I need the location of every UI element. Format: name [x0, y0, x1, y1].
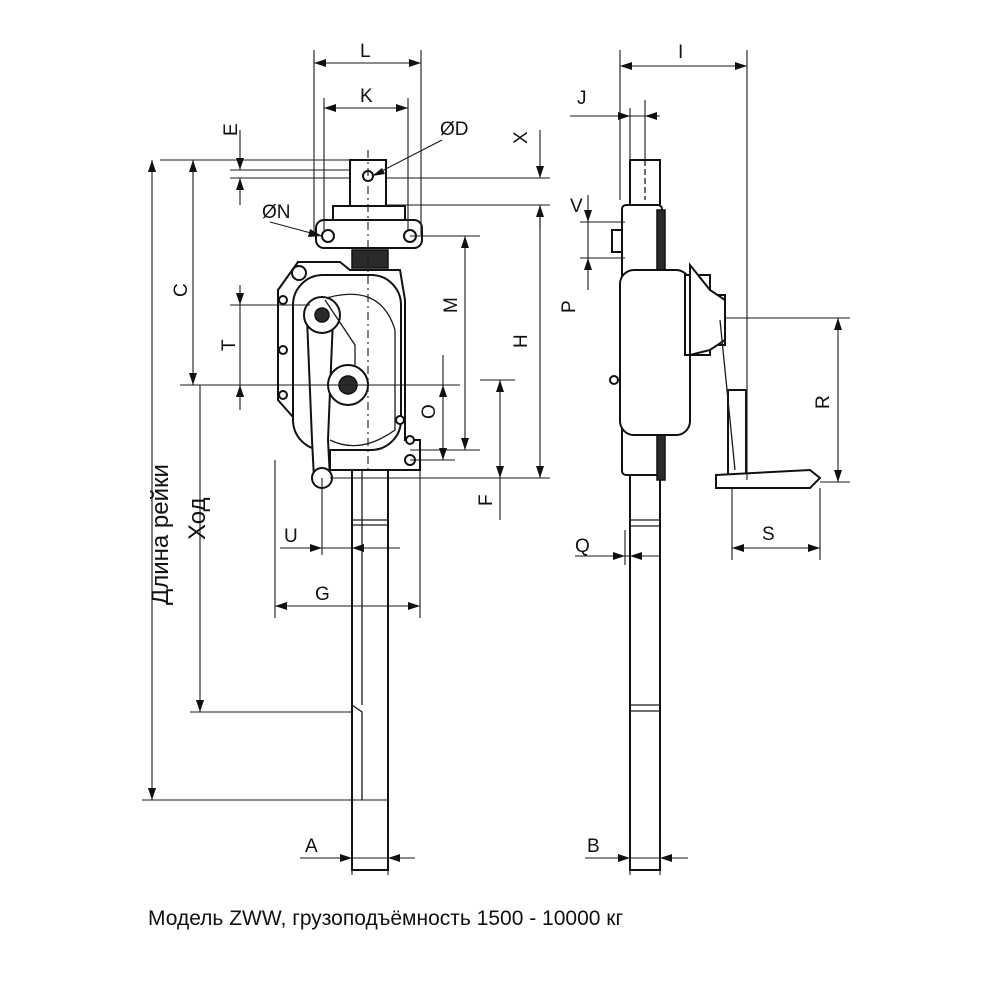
label-N: ØN [262, 202, 291, 223]
top-hanger [315, 159, 423, 269]
label-K: K [360, 86, 373, 107]
label-G: G [315, 584, 330, 605]
label-Q: Q [575, 536, 590, 557]
label-F: F [476, 494, 497, 506]
front-rack [351, 469, 389, 871]
label-X: X [511, 131, 532, 144]
label-T: T [219, 339, 240, 351]
label-I: I [678, 42, 683, 63]
side-labels: I J V P R Q S B [559, 42, 834, 857]
label-C: C [171, 283, 192, 297]
label-rack-length: Длина рейки [147, 464, 174, 605]
label-D: ØD [440, 119, 469, 140]
label-U: U [284, 526, 298, 547]
label-E: E [221, 123, 242, 136]
label-V: V [570, 196, 583, 217]
label-P: P [559, 300, 580, 313]
label-O: O [419, 404, 440, 419]
figure-caption: Модель ZWW, грузоподъёмность 1500 - 1000… [148, 907, 624, 930]
side-dimensions [570, 50, 850, 875]
label-stroke: Ход [184, 497, 211, 540]
front-labels: L K E ØD ØN X C T M H O F U G A Длина ре… [147, 41, 532, 857]
front-view: L K E ØD ØN X C T M H O F U G A Длина ре… [142, 41, 550, 875]
front-dimensions [142, 50, 550, 875]
label-H: H [511, 334, 532, 348]
side-housing [609, 204, 822, 489]
front-housing [277, 229, 421, 471]
label-J: J [577, 88, 587, 109]
label-B: B [587, 836, 600, 857]
label-R: R [813, 395, 834, 409]
label-M: M [441, 297, 462, 313]
label-L: L [360, 41, 371, 62]
label-S: S [762, 524, 775, 545]
label-A: A [305, 836, 318, 857]
side-view: I J V P R Q S B [559, 42, 850, 875]
